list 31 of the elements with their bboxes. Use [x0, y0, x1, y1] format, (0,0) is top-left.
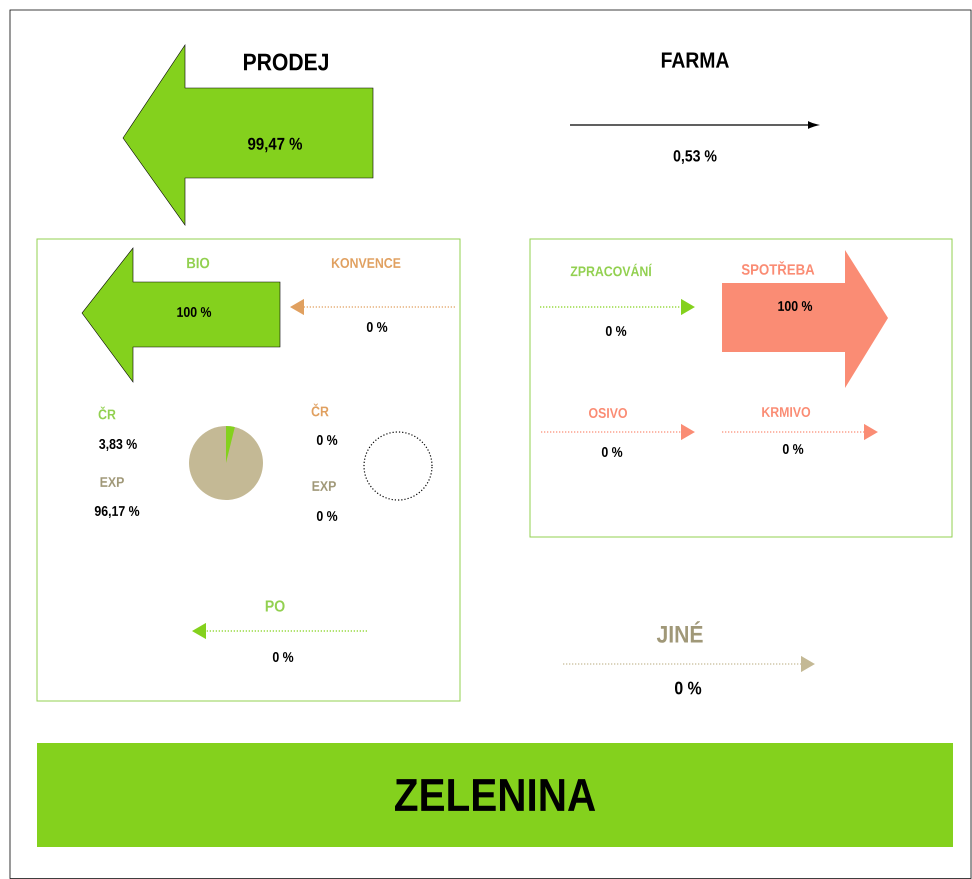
panel-frame [530, 238, 952, 538]
title-band: ZELENINA [37, 743, 953, 847]
percent-label: 100 % [778, 301, 812, 311]
percent-label: 0 % [272, 652, 294, 662]
flow-title: OSIVO [589, 408, 627, 418]
percent-label: 0,53 % [674, 150, 717, 164]
flow-title: ZPRACOVÁNÍ [570, 264, 652, 276]
percent-label: 0 % [602, 447, 622, 457]
percent-label: 0 % [674, 682, 702, 694]
flow-title: KONVENCE [332, 258, 400, 268]
arrow-title: BIO [187, 258, 210, 268]
flow-title: FARMA [662, 52, 729, 68]
percent-label: 96,17 % [94, 506, 140, 518]
flow-title: JINÉ [656, 621, 703, 643]
percent-label: 0 % [366, 322, 388, 332]
category-label: ČR [98, 406, 116, 420]
category-label: ČR [312, 404, 329, 416]
percent-label: 0 % [316, 511, 338, 521]
arrow-title: PRODEJ [244, 54, 328, 70]
arrow-title: SPOTŘEBA [742, 261, 814, 275]
percent-label: 0 % [316, 435, 338, 445]
category-label: EXP [100, 477, 124, 487]
percent-label: 3,83 % [99, 439, 137, 451]
percent-label: 0 % [782, 444, 804, 454]
percent-label: 100 % [177, 307, 212, 317]
flow-title: PO [266, 600, 285, 612]
percent-label: 99,47 % [248, 138, 302, 152]
flow-title: KRMIVO [762, 407, 810, 417]
category-label: EXP [312, 481, 336, 491]
percent-label: 0 % [606, 326, 626, 336]
panel-frame [36, 238, 460, 702]
